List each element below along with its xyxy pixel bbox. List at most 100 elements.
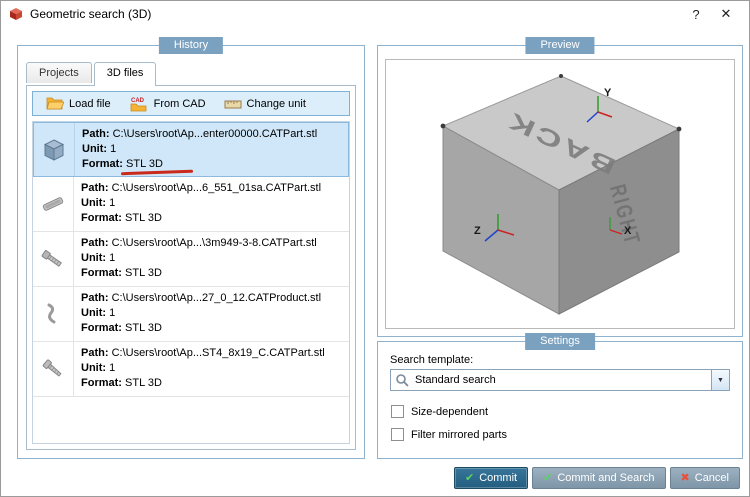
change-unit-label: Change unit	[246, 97, 306, 110]
files-tab-panel: Load file CAD From CAD Change unit	[26, 85, 356, 450]
change-unit-icon	[224, 100, 242, 108]
part-thumbnail	[33, 232, 74, 286]
tab-projects[interactable]: Projects	[26, 62, 92, 83]
commit-and-search-label: Commit and Search	[557, 472, 655, 484]
filter-mirrored-option: Filter mirrored parts	[391, 428, 507, 441]
bolt-part-icon	[41, 250, 62, 267]
preview-group-label: Preview	[525, 37, 595, 55]
file-list-item[interactable]: Path: C:\Users\root\Ap...enter00000.CATP…	[33, 122, 349, 177]
file-list-item[interactable]: Path: C:\Users\root\Ap...\3m949-3-8.CATP…	[33, 232, 349, 287]
format-value: STL 3D	[126, 158, 163, 170]
settings-group-label: Settings	[525, 333, 595, 351]
commit-label: Commit	[479, 472, 518, 484]
part-thumbnail	[34, 123, 75, 176]
load-file-button[interactable]: Load file	[37, 94, 120, 113]
format-label: Format:	[81, 377, 122, 389]
settings-group: Settings Search template: Standard searc…	[377, 333, 743, 459]
file-info: Path: C:\Users\root\Ap...6_551_01sa.CATP…	[74, 177, 328, 231]
svg-text:CAD: CAD	[131, 98, 145, 104]
commit-button[interactable]: ✔ Commit	[453, 467, 529, 489]
path-label: Path:	[81, 182, 109, 194]
file-info: Path: C:\Users\root\Ap...\3m949-3-8.CATP…	[74, 232, 324, 286]
history-group-label: History	[158, 37, 224, 55]
window-title: Geometric search (3D)	[30, 7, 152, 21]
history-group: History Projects 3D files Load file CAD	[17, 37, 365, 459]
format-label: Format:	[82, 158, 123, 170]
size-dependent-checkbox[interactable]	[391, 405, 404, 418]
y-axis-label: Y	[604, 87, 612, 99]
chevron-down-icon: ▼	[717, 376, 724, 384]
format-value: STL 3D	[125, 212, 162, 224]
preview-3d-viewport[interactable]: BACK RIGHT Y Z	[385, 59, 735, 329]
filter-mirrored-checkbox[interactable]	[391, 428, 404, 441]
help-button[interactable]: ?	[692, 6, 700, 22]
check-icon: ✔	[464, 471, 475, 484]
path-label: Path:	[81, 347, 109, 359]
tab-3d-files[interactable]: 3D files	[93, 62, 157, 86]
search-template-dropdown[interactable]: Standard search ▼	[390, 369, 730, 391]
file-list-item[interactable]: Path: C:\Users\root\Ap...27_0_12.CATProd…	[33, 287, 349, 342]
title-bar[interactable]: Geometric search (3D) ? ✕	[1, 1, 749, 27]
x-axis-triad: X	[609, 217, 632, 237]
filter-mirrored-label: Filter mirrored parts	[411, 428, 507, 441]
from-cad-icon: CAD	[130, 98, 146, 111]
format-label: Format:	[81, 267, 122, 279]
search-template-value: Standard search	[415, 374, 496, 386]
z-axis-triad: Z	[474, 214, 515, 242]
file-list: Path: C:\Users\root\Ap...enter00000.CATP…	[32, 121, 350, 444]
file-info: Path: C:\Users\root\Ap...27_0_12.CATProd…	[74, 287, 328, 341]
part-thumbnail	[33, 287, 74, 341]
unit-label: Unit:	[82, 143, 108, 155]
unit-value: 1	[110, 143, 117, 155]
cancel-button[interactable]: ✖ Cancel	[669, 467, 740, 489]
commit-and-search-button[interactable]: ✔ Commit and Search	[532, 467, 666, 489]
file-list-item[interactable]: Path: C:\Users\root\Ap...6_551_01sa.CATP…	[33, 177, 349, 232]
unit-label: Unit:	[81, 252, 107, 264]
unit-label: Unit:	[81, 307, 107, 319]
load-file-icon	[46, 97, 64, 110]
file-info: Path: C:\Users\root\Ap...enter00000.CATP…	[75, 123, 324, 176]
check-icon: ✔	[543, 471, 553, 484]
path-value: C:\Users\root\Ap...\3m949-3-8.CATPart.st…	[111, 237, 317, 249]
clip-part-icon	[47, 303, 56, 324]
path-label: Path:	[82, 128, 110, 140]
history-tabs: Projects 3D files	[26, 62, 158, 86]
path-value: C:\Users\root\Ap...6_551_01sa.CATPart.st…	[111, 182, 322, 194]
screw-part-icon	[42, 359, 62, 377]
part-thumbnail	[33, 177, 74, 231]
change-unit-button[interactable]: Change unit	[215, 96, 315, 112]
load-file-label: Load file	[69, 97, 111, 110]
unit-value: 1	[109, 252, 116, 264]
path-value: C:\Users\root\Ap...enter00000.CATPart.st…	[112, 128, 318, 140]
file-info: Path: C:\Users\root\Ap...ST4_8x19_C.CATP…	[74, 342, 332, 396]
close-button[interactable]: ✕	[720, 6, 732, 21]
file-list-item[interactable]: Path: C:\Users\root\Ap...ST4_8x19_C.CATP…	[33, 342, 349, 397]
footer-buttons: ✔ Commit ✔ Commit and Search ✖ Cancel	[453, 467, 740, 489]
unit-value: 1	[109, 307, 116, 319]
unit-value: 1	[109, 362, 116, 374]
cube-part-icon	[43, 138, 65, 161]
format-value: STL 3D	[125, 267, 162, 279]
format-value: STL 3D	[125, 322, 162, 334]
size-dependent-label: Size-dependent	[411, 405, 489, 418]
x-axis-label: X	[624, 225, 632, 237]
dropdown-arrow-button[interactable]: ▼	[711, 370, 729, 390]
y-axis-triad: Y	[586, 87, 613, 123]
path-label: Path:	[81, 292, 109, 304]
unit-label: Unit:	[81, 362, 107, 374]
app-icon	[10, 8, 22, 20]
format-label: Format:	[81, 212, 122, 224]
cancel-label: Cancel	[694, 472, 729, 484]
part-thumbnail	[33, 342, 74, 396]
format-label: Format:	[81, 322, 122, 334]
path-label: Path:	[81, 237, 109, 249]
unit-value: 1	[109, 197, 116, 209]
from-cad-label: From CAD	[153, 97, 206, 110]
plate-part-icon	[42, 197, 64, 211]
path-value: C:\Users\root\Ap...27_0_12.CATProduct.st…	[111, 292, 322, 304]
preview-3d-cube: BACK RIGHT Y Z	[440, 74, 682, 315]
unit-label: Unit:	[81, 197, 107, 209]
from-cad-button[interactable]: CAD From CAD	[120, 94, 215, 114]
search-template-label: Search template:	[390, 354, 474, 366]
